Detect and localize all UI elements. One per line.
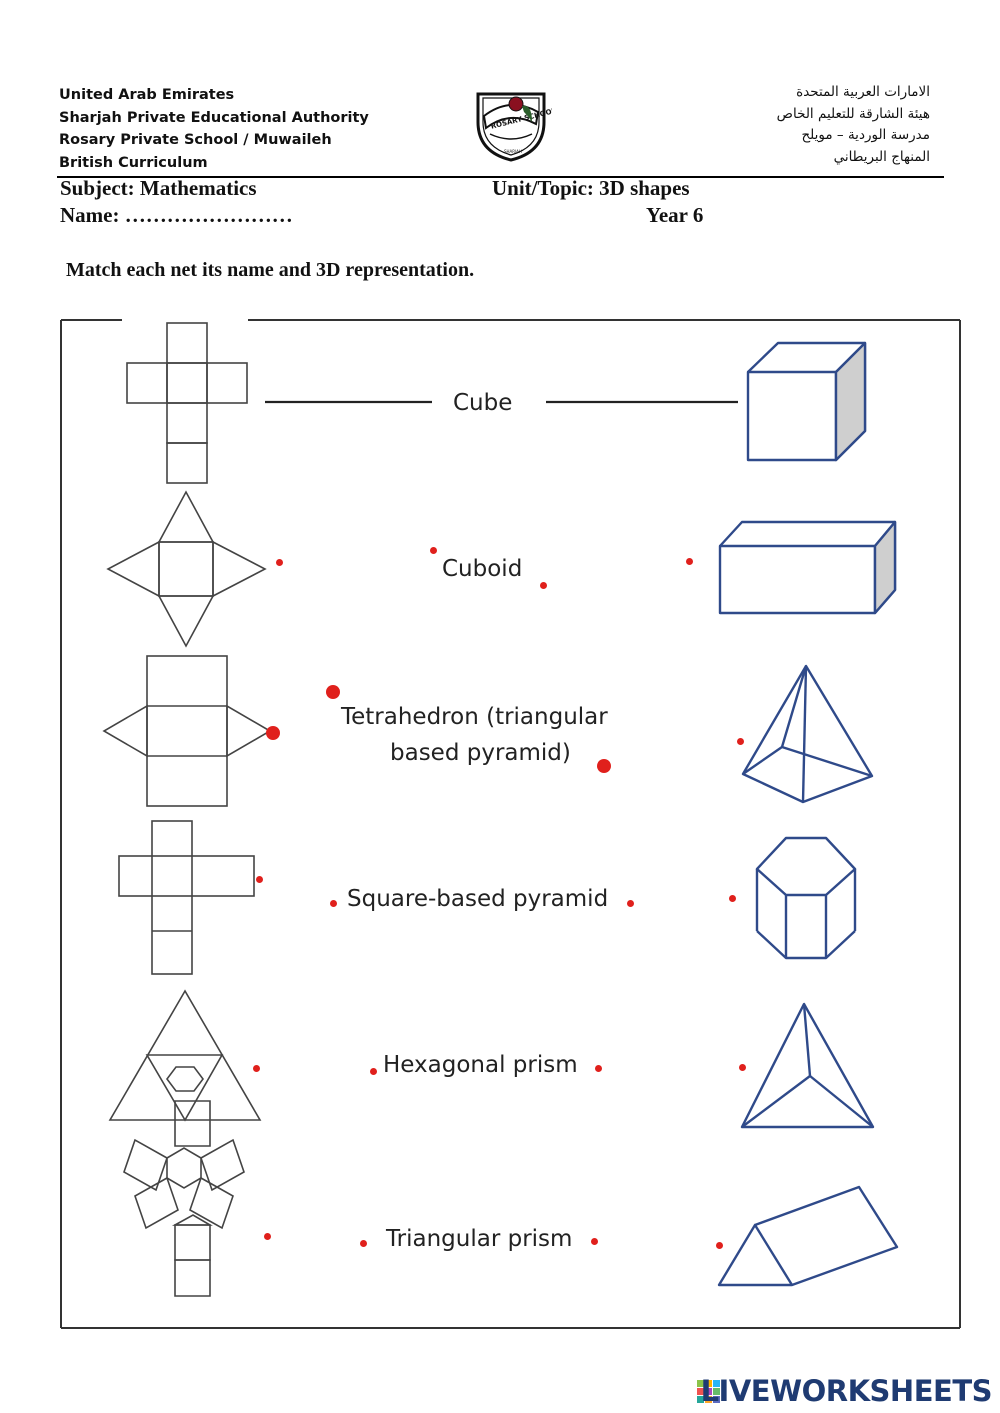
logo-subtext: SHARJAH [504,149,522,154]
match-dot-name-square-pyramid-left[interactable] [330,900,337,907]
header-ar-line-3: مدرسة الوردية – مويلح [801,127,930,143]
net-triangular-prism [102,655,272,807]
match-dot-net-3[interactable] [266,726,280,740]
header-arabic: الامارات العربية المتحدة هيئة الشارقة لل… [670,82,930,168]
match-dot-name-cuboid-right[interactable] [540,582,547,589]
shape-name-tetrahedron-line1: Tetrahedron (triangular [341,704,608,730]
match-dot-shape-4[interactable] [729,895,736,902]
shape-3d-cuboid [718,520,897,615]
match-dot-name-tetrahedron-right[interactable] [597,759,611,773]
shape-3d-triangular-prism [717,1185,899,1287]
shape-3d-tetrahedron [740,1002,875,1129]
match-dot-name-tetrahedron-left[interactable] [326,685,340,699]
match-dot-shape-2[interactable] [686,558,693,565]
shape-3d-square-pyramid [741,664,874,804]
shape-name-square-pyramid: Square-based pyramid [347,886,609,912]
liveworksheets-brand[interactable]: LIVEWORKSHEETS [700,1374,993,1408]
match-dot-name-cuboid-left[interactable] [430,547,437,554]
header-english: United Arab Emirates Sharjah Private Edu… [59,84,369,174]
liveworksheets-logo-icon [697,1380,721,1404]
header-ar-line-2: هيئة الشارقة للتعليم الخاص [776,105,930,122]
header-divider [57,176,944,178]
net-hexagonal-prism [123,1066,245,1297]
name-field[interactable]: Name: …………………… [60,203,293,227]
match-dot-name-hexagonal-prism-right[interactable] [595,1065,602,1072]
match-dot-shape-5[interactable] [739,1064,746,1071]
match-dot-net-2[interactable] [276,559,283,566]
topic-label: Unit/Topic: 3D shapes [492,176,690,200]
header-ar-line-4: المنهاج البريطاني [833,148,930,165]
match-dot-shape-3[interactable] [737,738,744,745]
match-dot-net-6[interactable] [264,1233,271,1240]
match-dot-name-triangular-prism-right[interactable] [591,1238,598,1245]
shape-name-triangular-prism: Triangular prism [386,1226,573,1252]
header-line-country: United Arab Emirates [59,87,235,103]
match-dot-net-5[interactable] [253,1065,260,1072]
header-line-authority: Sharjah Private Educational Authority [59,109,369,126]
shape-name-hexagonal-prism: Hexagonal prism [383,1052,578,1078]
shape-3d-hexagonal-prism [755,836,857,960]
net-cuboid [118,820,255,975]
header-line-school: Rosary Private School / Muwaileh [59,132,332,148]
net-square-pyramid [106,490,267,648]
match-dot-name-square-pyramid-right[interactable] [627,900,634,907]
match-dot-name-hexagonal-prism-left[interactable] [370,1068,377,1075]
net-cube-cross [126,322,248,484]
header-ar-line-1: الامارات العربية المتحدة [796,84,930,100]
match-dot-net-4[interactable] [256,876,263,883]
net-tetrahedron [108,989,262,1122]
year-label: Year 6 [646,203,704,227]
worksheet-frame [60,319,961,1329]
instruction-text: Match each net its name and 3D represent… [66,259,475,281]
subject-label: Subject: Mathematics [60,176,257,200]
shape-name-tetrahedron-line2: based pyramid) [390,740,571,766]
shape-name-cuboid: Cuboid [442,556,523,582]
shape-name-cube: Cube [453,390,513,416]
match-dot-shape-6[interactable] [716,1242,723,1249]
school-logo: ROSARY SCHOOL SHARJAH [470,82,557,164]
shape-3d-cube [746,341,867,462]
header-line-curriculum: British Curriculum [59,154,208,171]
match-dot-name-triangular-prism-left[interactable] [360,1240,367,1247]
